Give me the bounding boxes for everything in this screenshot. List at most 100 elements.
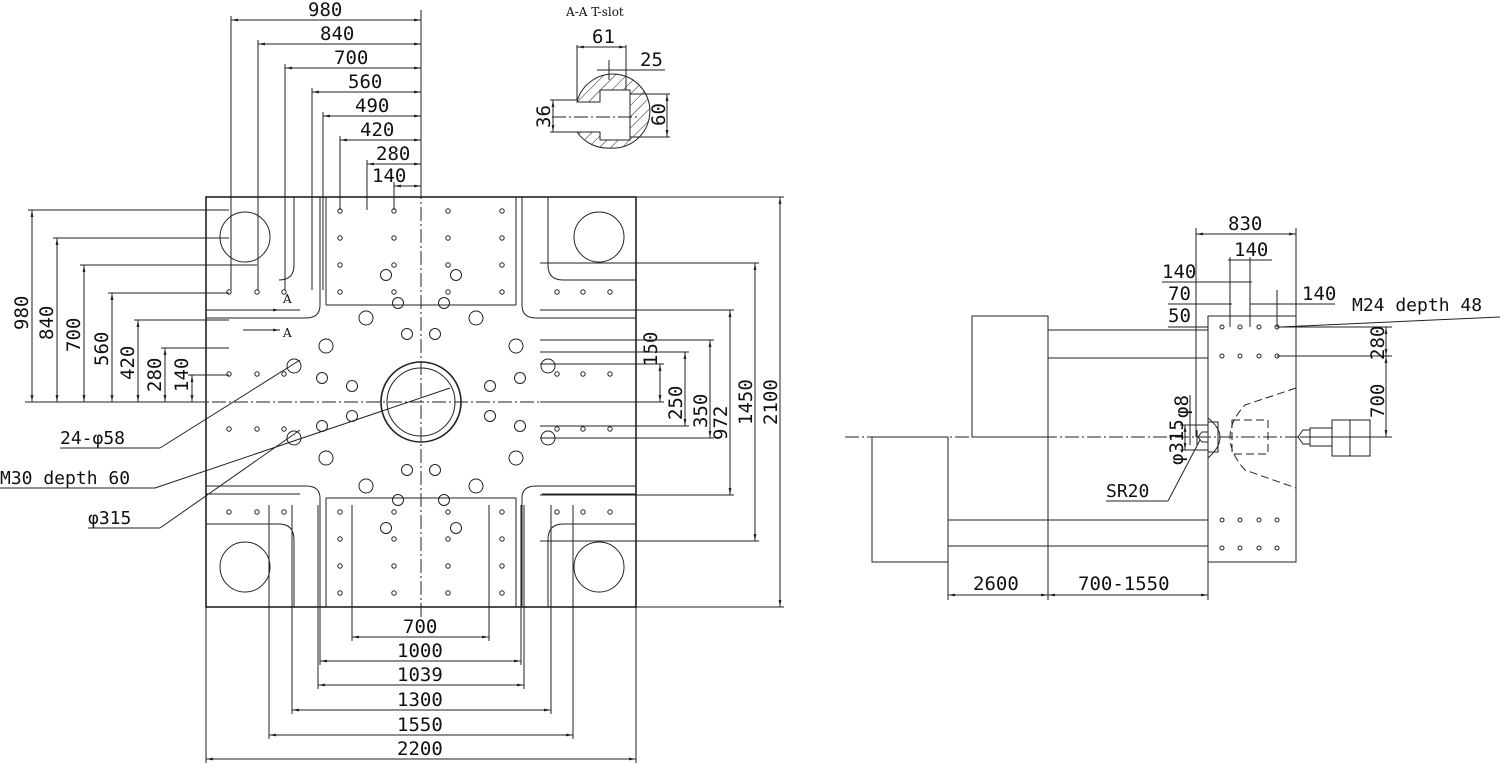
screw-hole (1219, 545, 1225, 551)
screw-hole (1274, 545, 1280, 551)
screw-hole (337, 235, 343, 241)
screw-hole (391, 235, 397, 241)
screw-hole (254, 509, 260, 515)
screw-hole (554, 509, 560, 515)
dim-bottom-700: 700 (403, 616, 437, 638)
screw-hole (607, 426, 613, 432)
screw-hole (445, 536, 451, 542)
dim-bottom-1300: 1300 (397, 689, 443, 711)
thread-note: M24 depth 48 (1352, 295, 1482, 316)
dim-140-right: 140 (1302, 283, 1336, 305)
screw-hole (1237, 353, 1243, 359)
screw-hole (499, 563, 505, 569)
screw-hole (281, 509, 287, 515)
ejector-hole (358, 478, 374, 494)
screw-hole (554, 289, 560, 295)
screw-hole (580, 289, 586, 295)
bolt-hole (401, 464, 413, 476)
dim-25: 25 (640, 49, 663, 71)
screw-hole (391, 289, 397, 295)
screw-hole (337, 590, 343, 596)
screw-hole (499, 208, 505, 214)
dim-36: 36 (533, 105, 555, 128)
screw-hole (445, 235, 451, 241)
callout-24-phi58: 24-φ58 (60, 428, 125, 449)
screw-hole (254, 371, 260, 377)
screw-hole (1237, 545, 1243, 551)
bolt-hole (450, 269, 462, 281)
dim-right-972: 972 (710, 406, 732, 440)
bolt-hole (392, 494, 404, 506)
dim-280: 280 (1367, 326, 1389, 360)
dim-right-150: 150 (640, 332, 662, 366)
screw-hole (499, 289, 505, 295)
dim-top-140: 140 (372, 165, 406, 187)
dim-left-840: 840 (36, 306, 58, 340)
screw-hole (445, 208, 451, 214)
screw-hole (226, 509, 232, 515)
dim-2600: 2600 (973, 573, 1019, 595)
section-title: A-A T-slot (565, 5, 624, 19)
bolt-hole (450, 522, 462, 534)
screw-hole (445, 289, 451, 295)
screw-hole (337, 563, 343, 569)
screw-hole (580, 371, 586, 377)
dim-right-350: 350 (690, 394, 712, 428)
dim-bottom-2200: 2200 (397, 738, 443, 760)
callouts: 24-φ58 M30 depth 60 φ315 (0, 359, 451, 529)
bolt-hole (484, 380, 496, 392)
tie-bar-holes (219, 211, 625, 593)
screw-hole (337, 509, 343, 515)
screw-hole (391, 509, 397, 515)
section-label-a: A (282, 292, 292, 306)
ejector-hole (318, 450, 334, 466)
bolt-hole (401, 328, 413, 340)
screw-hole (499, 536, 505, 542)
callout-phi315: φ315 (88, 508, 131, 529)
screw-hole (445, 590, 451, 596)
screw-hole (554, 426, 560, 432)
screw-hole (499, 509, 505, 515)
screw-hole (1219, 324, 1225, 330)
screw-hole (445, 262, 451, 268)
nozzle (1197, 431, 1209, 443)
screw-hole (1256, 353, 1262, 359)
dim-61: 61 (592, 26, 615, 48)
screw-hole (281, 426, 287, 432)
screw-hole (391, 262, 397, 268)
callout-m30-depth: M30 depth 60 (0, 468, 130, 489)
screw-hole (580, 509, 586, 515)
dim-right-250: 250 (665, 386, 687, 420)
bolt-hole (429, 328, 441, 340)
dim-left-980: 980 (11, 296, 33, 330)
screw-hole (391, 563, 397, 569)
bolt-hole (514, 420, 526, 432)
dim-left-560: 560 (91, 332, 113, 366)
section-marker: A A (243, 292, 292, 340)
ejector-hole (508, 338, 524, 354)
dim-left-700: 700 (63, 318, 85, 352)
dim-top-420: 420 (360, 119, 394, 141)
screw-hole (580, 426, 586, 432)
screw-hole (1219, 353, 1225, 359)
dim-right-1450: 1450 (735, 379, 757, 425)
screw-holes (226, 208, 613, 596)
bolt-hole (438, 297, 450, 309)
dim-bottom-1000: 1000 (397, 640, 443, 662)
dim-top-560: 560 (348, 71, 382, 93)
screw-hole (607, 289, 613, 295)
screw-hole (445, 509, 451, 515)
moving-platen (1207, 315, 1297, 563)
screw-hole (226, 371, 232, 377)
locating-ring-hole (380, 361, 462, 443)
bolt-hole (380, 522, 392, 534)
dim-bottom-1039: 1039 (397, 664, 443, 686)
screw-hole (391, 536, 397, 542)
dim-70: 70 (1168, 283, 1191, 305)
screw-hole (226, 289, 232, 295)
screw-hole (607, 371, 613, 377)
